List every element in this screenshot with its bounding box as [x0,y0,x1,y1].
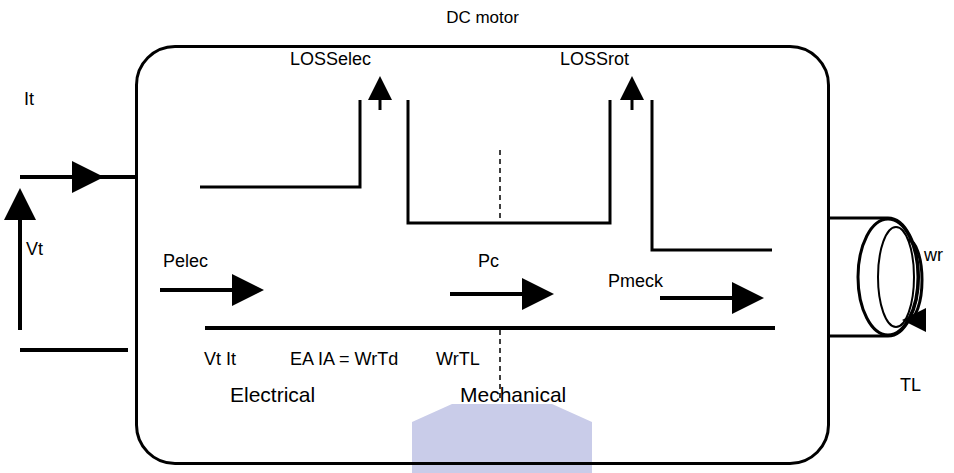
loss-arrow [379,82,382,110]
diagram-label: Electrical [230,383,315,406]
flow-band [205,326,775,330]
diagram-label: LOSSrot [560,50,629,70]
shaft-end [858,219,918,335]
motor-shaft [830,218,919,336]
diagram-label: Pmeck [608,272,663,292]
diagram-label: WrTL [436,350,480,370]
current-arrow [60,175,96,179]
diagram-label: Vt It [204,350,236,370]
flow-band [408,100,610,223]
flow-band [200,100,360,187]
diagram-label: It [24,90,34,110]
power-arrow [160,288,256,292]
power-arrow [450,292,546,296]
diagram-label: EA IA = WrTd [290,350,398,370]
diagram-label: Mechanical [460,383,566,406]
diagram-label: Pc [478,252,499,272]
housing-title: DC motor [138,8,827,28]
diagram-label: wr [924,246,943,266]
input-wire [20,175,135,179]
input-wire [20,348,128,352]
divider-dashed [499,150,501,222]
voltage-arrow [18,196,22,330]
flow-band [652,100,772,250]
loss-arrow [631,82,634,110]
shaft-end [878,227,914,327]
diagram-label: LOSSelec [290,50,371,70]
diagram-label: Vt [26,240,43,260]
rotation-arrow [908,240,922,320]
diagram-label: TL [900,376,921,396]
diagram-label: Pelec [163,252,208,272]
power-arrow [660,296,756,300]
